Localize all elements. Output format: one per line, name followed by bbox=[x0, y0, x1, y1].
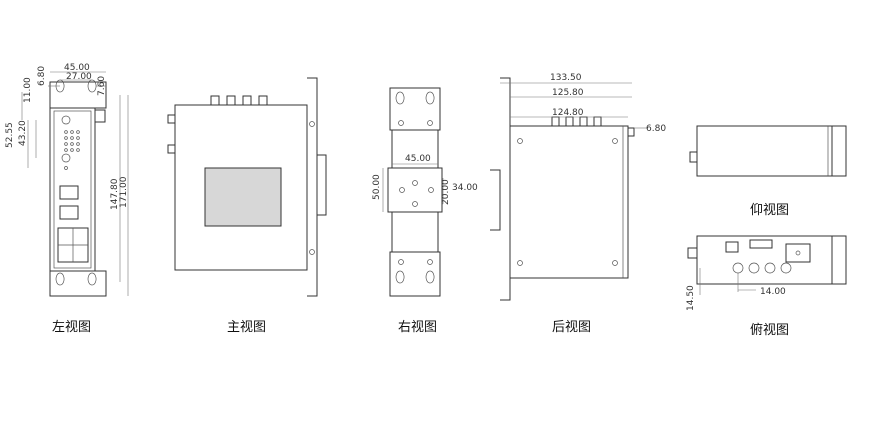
dim-left-top: 11.00 bbox=[23, 77, 33, 103]
left-top-plate bbox=[49, 81, 107, 109]
left-reset-hole bbox=[64, 166, 68, 170]
caption-left-view: 左视图 bbox=[52, 320, 91, 335]
dim-right-height-a: 50.00 bbox=[372, 174, 382, 200]
dim-back-w2: 125.80 bbox=[552, 88, 584, 98]
top-down-terminal bbox=[725, 241, 739, 253]
dim-left-h2: 43.20 bbox=[18, 120, 28, 146]
top-down-sma-2 bbox=[748, 262, 760, 274]
top-down-sma-4 bbox=[780, 262, 792, 274]
dim-left-h3: 147.80 bbox=[110, 178, 120, 210]
dim-right-width: 45.00 bbox=[405, 154, 431, 164]
main-window bbox=[204, 167, 282, 227]
dim-top-down-spacing: 14.00 bbox=[760, 287, 786, 297]
left-sma-mid bbox=[61, 153, 71, 163]
main-din-clip bbox=[317, 154, 327, 216]
top-down-window bbox=[785, 243, 811, 263]
back-din-clip bbox=[490, 169, 501, 231]
top-down-side-connector bbox=[687, 247, 698, 259]
dim-right-height-b: 20.00 bbox=[441, 179, 451, 205]
dim-top-down-height: 14.50 bbox=[686, 285, 696, 311]
left-view: 45.00 27.00 6.80 7.60 11.00 52.55 43.20 … bbox=[5, 63, 129, 335]
top-down-body bbox=[696, 235, 833, 285]
bottom-up-view: 仰视图 bbox=[689, 125, 847, 218]
left-bottom-slot-1 bbox=[55, 272, 65, 286]
caption-back-view: 后视图 bbox=[552, 320, 591, 335]
bottom-up-connector bbox=[689, 151, 698, 163]
left-top-slot-2 bbox=[87, 79, 97, 93]
dim-back-offset: 6.80 bbox=[646, 124, 666, 134]
dim-back-w1: 133.50 bbox=[550, 73, 582, 83]
left-front-panel bbox=[53, 110, 92, 269]
bottom-up-body bbox=[696, 125, 833, 177]
dim-left-width-total: 45.00 bbox=[64, 63, 90, 73]
right-body-lower bbox=[391, 211, 439, 253]
rj45-port-1 bbox=[59, 185, 79, 200]
top-down-sma-3 bbox=[764, 262, 776, 274]
rj45-port-2 bbox=[59, 205, 79, 220]
left-bottom-plate bbox=[49, 270, 107, 297]
main-top-connectors bbox=[210, 95, 268, 106]
main-body bbox=[174, 104, 308, 271]
caption-right-view: 右视图 bbox=[398, 320, 437, 335]
back-side-connector bbox=[627, 127, 635, 137]
main-view: 主视图 bbox=[167, 77, 327, 335]
dim-left-h4: 171.00 bbox=[119, 176, 129, 208]
right-bottom-plate bbox=[389, 251, 441, 297]
dim-back-w3: 124.80 bbox=[552, 108, 584, 118]
main-mounting-plate bbox=[307, 77, 318, 297]
back-view: 133.50 125.80 124.80 6.80 后视图 bbox=[490, 73, 666, 335]
right-view: 45.00 50.00 20.00 34.00 右视图 bbox=[372, 87, 478, 335]
left-bottom-slot-2 bbox=[87, 272, 97, 286]
dim-left-h1: 52.55 bbox=[5, 122, 15, 148]
caption-top-down-view: 俯视图 bbox=[750, 322, 789, 338]
back-mounting-plate bbox=[500, 77, 511, 301]
caption-main-view: 主视图 bbox=[227, 320, 266, 335]
dim-left-offset-b: 7.60 bbox=[97, 76, 107, 96]
main-side-connector-2 bbox=[167, 144, 176, 154]
right-din-rail bbox=[387, 167, 443, 213]
left-side-connector bbox=[94, 109, 106, 123]
dim-left-width-inner: 27.00 bbox=[66, 72, 92, 82]
main-side-connector-1 bbox=[167, 114, 176, 124]
top-down-db-port bbox=[749, 239, 773, 249]
top-down-sma-1 bbox=[732, 262, 744, 274]
top-down-plate bbox=[831, 235, 847, 285]
back-body bbox=[509, 125, 629, 279]
back-top-connectors bbox=[551, 116, 602, 127]
left-sma-top bbox=[61, 115, 71, 125]
dim-right-side: 34.00 bbox=[452, 183, 478, 193]
led-grid bbox=[64, 130, 80, 152]
dim-left-offset-a: 6.80 bbox=[37, 66, 47, 86]
top-down-view: 14.00 14.50 俯视图 bbox=[686, 235, 847, 338]
caption-bottom-up-view: 仰视图 bbox=[750, 203, 789, 218]
bottom-up-plate bbox=[831, 125, 847, 177]
